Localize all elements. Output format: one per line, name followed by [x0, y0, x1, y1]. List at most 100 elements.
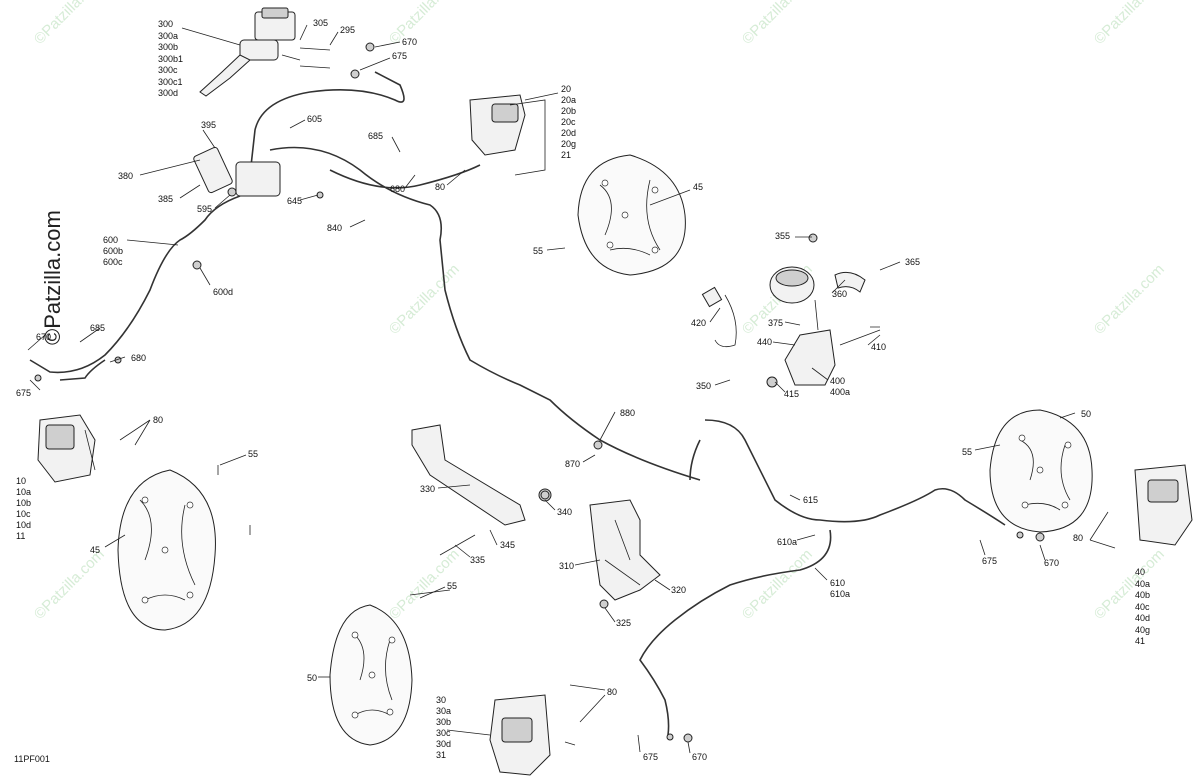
callout-label: 31	[436, 750, 446, 760]
callout-label: 20c	[561, 117, 576, 127]
callout-label: 30b	[436, 717, 451, 727]
callout-label: 670	[692, 752, 707, 762]
callout-label: 10b	[16, 498, 31, 508]
callout-label: 675	[982, 556, 997, 566]
watermark: ©Patzilla.com	[739, 0, 816, 48]
callout-label: 80	[1073, 533, 1083, 543]
callout-label: 400	[830, 376, 845, 386]
callout-label: 80	[435, 182, 445, 192]
callout-label: 10d	[16, 520, 31, 530]
callout-label: 420	[691, 318, 706, 328]
callout-label: 300b	[158, 42, 178, 52]
callout-label: 55	[248, 449, 258, 459]
watermark: ©Patzilla.com	[31, 0, 108, 48]
callout-label: 45	[90, 545, 100, 555]
callout-label: 670	[1044, 558, 1059, 568]
watermark: ©Patzilla.com	[386, 261, 463, 338]
distribution-block	[193, 146, 281, 197]
caliper-30	[489, 694, 551, 776]
callout-label: 360	[832, 289, 847, 299]
callout-label: 615	[803, 495, 818, 505]
callout-label: 55	[447, 581, 457, 591]
callout-label: 20a	[561, 95, 576, 105]
fasteners	[34, 42, 1045, 743]
callout-label: 10	[16, 476, 26, 486]
callout-label: 645	[287, 196, 302, 206]
callout-label: 685	[90, 323, 105, 333]
callout-label: 21	[561, 150, 571, 160]
caliper-40	[1134, 464, 1193, 546]
callout-labels: 300 300a 300b 300b1 300c 300c1 300d 305 …	[14, 18, 1150, 764]
callout-label: 55	[533, 246, 543, 256]
callout-label: 50	[1081, 409, 1091, 419]
callout-label: 675	[643, 752, 658, 762]
brake-pedal	[411, 424, 552, 526]
callout-label: 45	[693, 182, 703, 192]
callout-label: 300	[158, 19, 173, 29]
callout-label: 40c	[1135, 602, 1150, 612]
callout-label: 600c	[103, 257, 123, 267]
watermark: ©Patzilla.com	[1091, 546, 1168, 623]
callout-label: 325	[616, 618, 631, 628]
callout-label: 365	[905, 257, 920, 267]
callout-label: 600b	[103, 246, 123, 256]
callout-label: 440	[757, 337, 772, 347]
callout-label: 20	[561, 84, 571, 94]
callout-label: 50	[307, 673, 317, 683]
callout-label: 345	[500, 540, 515, 550]
callout-label: 40	[1135, 567, 1145, 577]
callout-label: 600d	[213, 287, 233, 297]
disc-45-lower	[117, 469, 216, 631]
callout-label: 335	[470, 555, 485, 565]
watermark: ©Patzilla.com	[739, 546, 816, 623]
callout-label: 410	[871, 342, 886, 352]
callout-label: 10a	[16, 487, 31, 497]
watermark: ©Patzilla.com	[1091, 261, 1168, 338]
callout-label: 675	[16, 388, 31, 398]
callout-label: 310	[559, 561, 574, 571]
callout-label: 41	[1135, 636, 1145, 646]
callout-label: 840	[327, 223, 342, 233]
callout-label: 880	[620, 408, 635, 418]
callout-label: 55	[962, 447, 972, 457]
bracket-310	[589, 499, 661, 601]
callout-label: 330	[420, 484, 435, 494]
callout-label: 20g	[561, 139, 576, 149]
callout-label: 300c1	[158, 77, 183, 87]
callout-label: 40b	[1135, 590, 1150, 600]
callout-label: 610	[830, 578, 845, 588]
callout-label: 350	[696, 381, 711, 391]
callout-label: 20d	[561, 128, 576, 138]
callout-label: 295	[340, 25, 355, 35]
callout-label: 340	[557, 507, 572, 517]
callout-label: 300c	[158, 65, 178, 75]
callout-label: 680	[390, 184, 405, 194]
disc-50-lower	[329, 604, 413, 746]
callout-label: 40d	[1135, 613, 1150, 623]
callout-label: 600	[103, 235, 118, 245]
callout-label: 380	[118, 171, 133, 181]
caliper-10	[37, 414, 96, 483]
callout-label: 300b1	[158, 54, 183, 64]
callout-label: 40g	[1135, 625, 1150, 635]
callout-label: 680	[131, 353, 146, 363]
callout-label: 10c	[16, 509, 31, 519]
callout-label: 11	[16, 531, 25, 541]
parts	[29, 7, 1193, 776]
callout-label: 385	[158, 194, 173, 204]
master-cylinder	[199, 7, 331, 97]
watermark: ©Patzilla.com	[1091, 0, 1168, 48]
callout-label: 400a	[830, 387, 850, 397]
callout-label: 670	[402, 37, 417, 47]
callout-label: 610a	[777, 537, 797, 547]
callout-label: 80	[607, 687, 617, 697]
callout-label: 300a	[158, 31, 178, 41]
callout-label: 40a	[1135, 579, 1150, 589]
callout-label: 395	[201, 120, 216, 130]
callout-label: 685	[368, 131, 383, 141]
callout-label: 300d	[158, 88, 178, 98]
callout-label: 870	[565, 459, 580, 469]
callout-label: 20b	[561, 106, 576, 116]
abs-module	[701, 266, 881, 386]
